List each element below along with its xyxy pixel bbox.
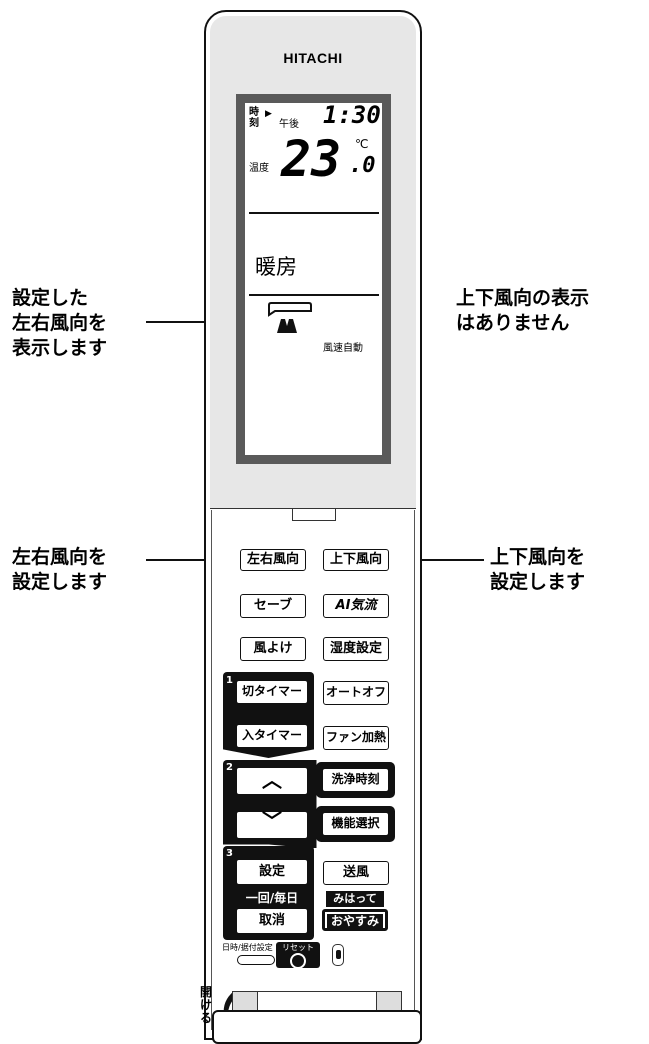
remote-lower-panel (211, 510, 415, 1030)
temp-main: 23 (281, 130, 342, 188)
label: セーブ (253, 598, 293, 613)
humidity-setting-button[interactable]: 湿度設定 (323, 637, 389, 661)
lcd-divider (249, 294, 379, 296)
temp-decimal: .0 (349, 153, 376, 178)
label: ファン加熱 (325, 730, 386, 744)
label: 送風 (342, 865, 369, 880)
label: 入タイマー (241, 728, 302, 742)
callout-line: 上下風向を (490, 546, 586, 568)
chevron-down-icon: ﹀ (262, 809, 282, 833)
block-number-3: 3 (226, 848, 233, 859)
down-button[interactable]: ﹀ (236, 811, 308, 839)
label: 左右風向 (246, 552, 299, 567)
callout-left-display: 設定した 左右風向を 表示します (12, 286, 107, 361)
brand-logo: HITACHI (283, 50, 343, 66)
lcd-divider (249, 212, 379, 214)
auto-off-button[interactable]: オートオフ (323, 681, 389, 705)
open-char: る (200, 1011, 213, 1025)
label: 湿度設定 (329, 641, 382, 656)
off-timer-button[interactable]: 切タイマー (236, 680, 308, 704)
label: 設定 (258, 864, 285, 879)
callout-line: 設定します (490, 571, 586, 593)
ud-wind-button[interactable]: 上下風向 (323, 549, 389, 571)
temp-label: 温度 (249, 163, 269, 174)
temp-unit: ℃ (355, 137, 369, 151)
callout-line-left-display (146, 321, 258, 323)
label: 上下風向 (329, 552, 382, 567)
save-button[interactable]: セーブ (240, 594, 306, 618)
louver-icon (265, 301, 315, 341)
hinge-tab (292, 509, 336, 521)
func-select-button[interactable]: 機能選択 (322, 812, 389, 836)
reset-button[interactable] (290, 953, 306, 969)
oyasumi-button[interactable]: おやすみ (322, 909, 388, 931)
callout-line: 上下風向の表示 (456, 287, 590, 309)
callout-right-button: 上下風向を 設定します (490, 545, 585, 595)
callout-line: はありません (456, 312, 570, 334)
block-number-2: 2 (226, 762, 233, 773)
time-display: 1:30 (323, 101, 381, 129)
label: 風よけ (253, 641, 293, 656)
time-label-1: 時 (249, 107, 259, 118)
label: AI気流 (335, 598, 377, 613)
indicator-light (332, 944, 344, 966)
open-char: け (200, 998, 213, 1012)
lcd-display: 時 刻 ▶ 午後 1:30 温度 23 ℃ .0 暖房 風速自動 (236, 94, 391, 464)
cover-bottom (212, 1010, 422, 1044)
date-setting-button[interactable] (237, 955, 275, 965)
set-button[interactable]: 設定 (236, 859, 308, 885)
wind-avoid-button[interactable]: 風よけ (240, 637, 306, 661)
up-button[interactable]: ︿ (236, 767, 308, 795)
ai-flow-button[interactable]: AI気流 (323, 594, 389, 618)
callout-line-right-button (392, 559, 484, 561)
fan-speed: 風速自動 (323, 343, 363, 354)
callout-left-button: 左右風向を 設定します (12, 545, 107, 595)
callout-line: 左右風向を (12, 546, 108, 568)
label: オートオフ (325, 685, 386, 699)
block-number-1: 1 (226, 675, 233, 686)
date-setting-label: 日時/据付設定 (222, 943, 273, 952)
arrow-icon: ▶ (265, 109, 272, 119)
callout-line: 左右風向を (12, 312, 108, 334)
label: 洗浄時刻 (331, 772, 380, 786)
time-label-2: 刻 (249, 118, 259, 129)
open-label: 開 け る (200, 986, 212, 1025)
label: おやすみ (326, 914, 383, 928)
mode-display: 暖房 (255, 255, 297, 279)
ampm: 午後 (279, 119, 299, 130)
chevron-up-icon: ︿ (262, 768, 282, 792)
wash-time-button[interactable]: 洗浄時刻 (322, 768, 389, 792)
label: 取消 (258, 913, 285, 928)
mihatte-label: みはって (326, 891, 384, 907)
time-label: 時 刻 (249, 107, 259, 129)
open-char: 開 (200, 985, 213, 999)
callout-line: 設定した (12, 287, 89, 309)
callout-right-display: 上下風向の表示 はありません (456, 286, 589, 336)
cancel-button[interactable]: 取消 (236, 908, 308, 934)
once-daily-label: 一回/毎日 (245, 891, 299, 905)
label: 機能選択 (331, 816, 380, 830)
callout-line-left-button (146, 559, 238, 561)
on-timer-button[interactable]: 入タイマー (236, 724, 308, 748)
fan-heat-button[interactable]: ファン加熱 (323, 726, 389, 750)
reset-label: リセット (282, 943, 314, 952)
callout-line: 表示します (12, 337, 108, 359)
lr-wind-button[interactable]: 左右風向 (240, 549, 306, 571)
fan-button[interactable]: 送風 (323, 861, 389, 885)
callout-line: 設定します (12, 571, 108, 593)
label: 切タイマー (241, 684, 302, 698)
